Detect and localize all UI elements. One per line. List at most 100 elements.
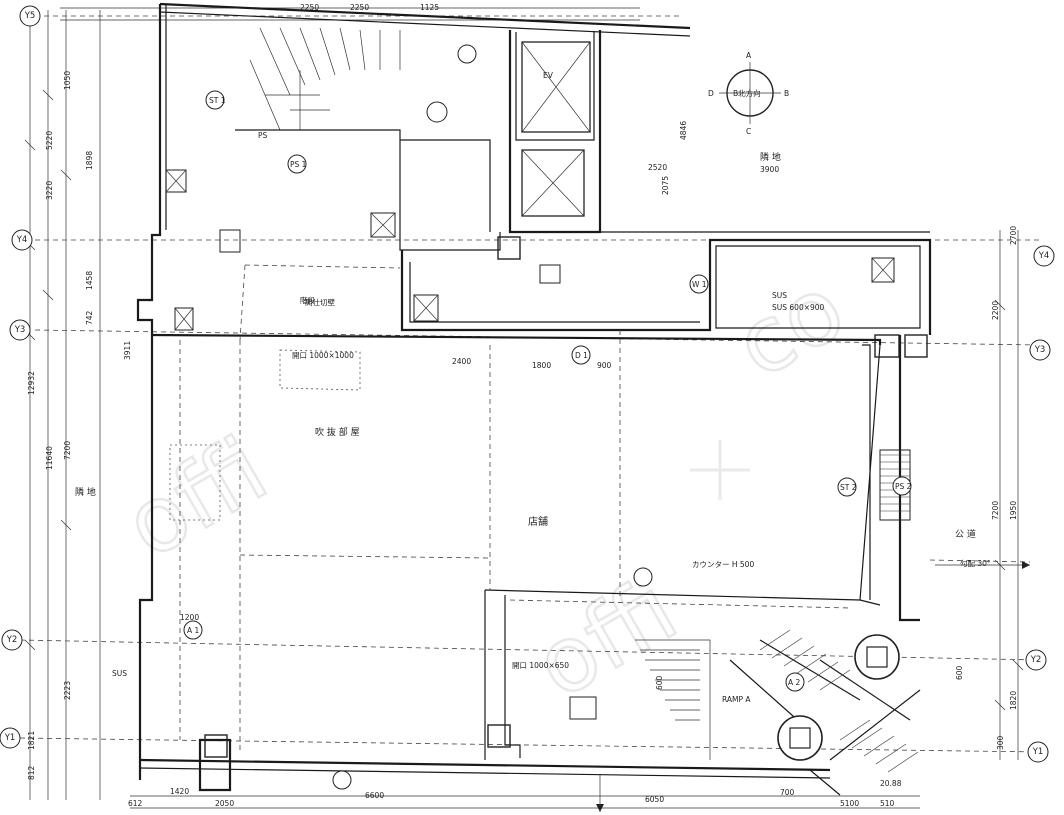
grid-bubble-y1: Y1 [0,727,21,749]
label-neighbor-left: 隣 地 [75,486,96,498]
marker-w1: W 1 [689,274,709,294]
svg-text:Y2: Y2 [1030,655,1042,665]
right-dim-2: 2200 [991,301,1000,320]
svg-text:ST 1: ST 1 [209,96,226,105]
label-main-space: 店舗 [528,515,548,528]
right-dim-1: 2700 [1009,226,1018,245]
grid-bubble-y4: Y4 [11,229,33,251]
top-dim-2: 2250 [350,3,369,12]
left-dim-6: 742 [85,310,94,325]
svg-text:PS 1: PS 1 [290,160,307,169]
marker-ps2: PS 2 [892,476,912,496]
compass-east: B [784,89,789,98]
bottom-dim-9: 20.88 [880,779,902,788]
bottom-dim-8: 510 [880,799,895,808]
label-sus-size: SUS 600×900 [772,303,825,312]
building-walls [136,2,932,796]
label-hole-size: 開口 1000×1000 [292,351,354,360]
grid-bubbles-right: Y4 Y3 Y2 Y1 [1025,245,1055,763]
label-stair: 階段 [300,295,315,305]
svg-text:Y4: Y4 [16,235,28,245]
compass-west: D [708,89,714,98]
bottom-dim-6: 700 [780,788,795,797]
left-dim-5: 1458 [85,271,94,290]
ramp-hatch [759,629,919,773]
label-sus-right: SUS [772,291,787,300]
dashed-outlines [169,264,1031,750]
top-dim-1: 2250 [300,3,319,12]
svg-text:D 1: D 1 [575,351,588,360]
compass-north: A [746,51,752,60]
svg-text:Y1: Y1 [1032,747,1044,757]
svg-text:A 1: A 1 [187,626,200,635]
label-slope: 勾配 30° [960,558,991,568]
label-neighbor-top: 隣 地 [760,151,781,163]
label-hole-size-2: 開口 1000×650 [512,661,569,670]
bottom-dim-2: 1420 [170,787,189,796]
label-void-left: 吹 抜 部 屋 [315,426,360,438]
marker-a1: A 1 [183,620,203,640]
grid-bubble-right-y4: Y4 [1033,245,1055,267]
grid-bubble-y3: Y3 [9,319,31,341]
grid-bubbles-left: Y5 Y4 Y3 Y2 Y1 [0,5,41,749]
left-dim-4: 1898 [85,151,94,170]
right-dim-3: 1950 [1009,501,1018,520]
grid-bubble-y2: Y2 [1,629,23,651]
svg-text:W 1: W 1 [692,280,707,289]
stair-steps [249,27,401,131]
svg-text:Y4: Y4 [1038,251,1050,261]
mid-dim-5: 2400 [452,357,471,366]
room-labels: 店舗 吹 抜 部 屋 隣 地 隣 地 公 道 PS 階段 EV SUS SUS … [75,71,991,704]
left-dim-2: 5220 [45,131,54,150]
label-ramp: RAMP A [722,695,751,704]
mid-dim-6: 1800 [532,361,551,370]
compass-south: C [746,127,751,136]
small-stair [635,639,711,760]
mid-dim-3: 2075 [661,176,670,195]
label-counter: カウンター H 500 [692,560,754,569]
bottom-dim-5: 6050 [645,795,664,804]
label-ps: PS [258,131,268,140]
svg-text:Y1: Y1 [4,733,16,743]
label-elevator: EV [543,71,554,80]
left-dim-11: 2223 [63,681,72,700]
left-dim-3: 3220 [45,181,54,200]
mid-dim-9: 600 [655,675,664,690]
grid-bubble-right-y3: Y3 [1029,339,1051,361]
mid-dim-1: 2520 [648,163,667,172]
elevator-shafts [165,41,928,758]
grid-bubble-right-y1: Y1 [1027,741,1049,763]
svg-text:offi: offi [519,557,695,719]
mid-dim-7: 900 [597,361,612,370]
svg-text:Y2: Y2 [6,635,18,645]
left-dim-1: 1050 [63,71,72,90]
left-dim-9: 11640 [45,446,54,470]
top-dim-3: 1125 [420,3,439,12]
marker-st2: ST 2 [837,477,857,497]
grid-bubble-y5: Y5 [19,5,41,27]
label-partition: 間仕切壁 [305,297,335,307]
left-dim-12: 1821 [27,731,36,750]
bottom-dim-4: 6600 [365,791,384,800]
svg-text:ST 2: ST 2 [840,483,857,492]
svg-text:A 2: A 2 [788,678,801,687]
mid-dim-8: 1200 [180,613,199,622]
compass-icon: A C B D В北方向 [708,51,789,136]
svg-text:Y5: Y5 [24,11,36,21]
dimension-lines [19,7,1041,809]
mid-dim-2: 3900 [760,165,779,174]
right-dim-5: 1820 [1009,691,1018,710]
marker-st1: ST 1 [205,90,226,110]
label-sus-left: SUS [112,669,127,678]
right-dim-7: 300 [996,735,1005,750]
svg-text:Y3: Y3 [1034,345,1046,355]
right-dim-4: 7200 [991,501,1000,520]
bottom-dim-3: 2050 [215,799,234,808]
arrows [596,561,1030,812]
svg-text:PS 2: PS 2 [895,482,912,491]
marker-d1: D 1 [571,345,591,365]
grid-bubble-right-y2: Y2 [1025,649,1047,671]
mid-dim-4: 4846 [679,121,688,140]
compass-center: В北方向 [733,88,761,98]
